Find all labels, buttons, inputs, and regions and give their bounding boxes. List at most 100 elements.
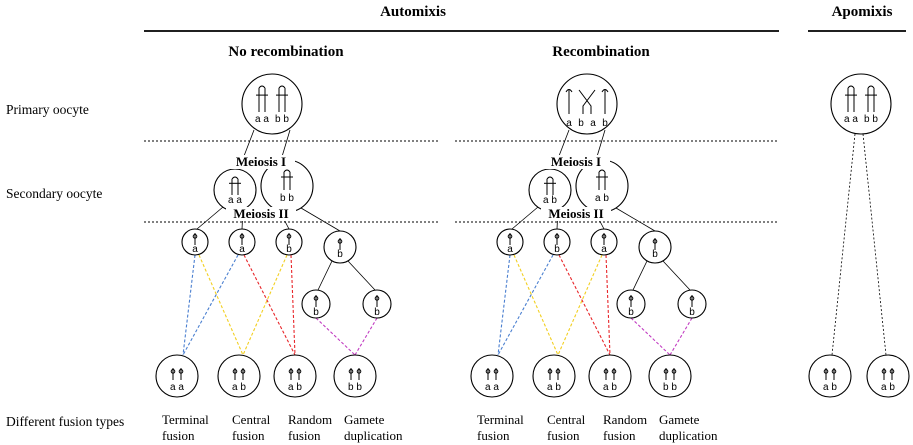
fusion-type-label: Gamete xyxy=(344,412,385,427)
chromatid-icon xyxy=(547,368,553,380)
allele-label: a a xyxy=(170,382,184,393)
automixis-header: Automixis xyxy=(380,4,446,20)
chromosome-pair-icon xyxy=(845,85,857,112)
chromatid-icon xyxy=(240,368,246,380)
meiosis-ii-label: Meiosis II xyxy=(548,206,603,221)
fusion-types-label: Different fusion types xyxy=(6,414,124,429)
chromosome-pair-icon xyxy=(276,85,288,112)
allele-label: b b xyxy=(275,114,289,125)
allele-label: a a xyxy=(485,382,499,393)
central-fusion-line xyxy=(242,254,288,356)
chromatid-icon xyxy=(671,368,677,380)
allele-label: b b xyxy=(663,382,677,393)
allele-label: a xyxy=(566,118,572,129)
allele-label: b xyxy=(578,118,584,129)
chromatid-icon xyxy=(601,233,607,245)
terminal-fusion-line xyxy=(182,254,196,356)
random-fusion-line xyxy=(290,254,296,356)
no-recombination-header: No recombination xyxy=(228,44,344,60)
chromatid-icon xyxy=(555,368,561,380)
fused-zygote-cell xyxy=(648,354,692,398)
allele-label: a xyxy=(507,244,513,255)
allele-label: b xyxy=(689,307,695,318)
chromatid-icon xyxy=(288,368,294,380)
apomixis-offspring-cell xyxy=(866,354,910,398)
chromatid-icon xyxy=(485,368,491,380)
central-fusion-line xyxy=(513,254,559,356)
allele-label: b xyxy=(374,307,380,318)
apomixis-line xyxy=(862,133,887,356)
chromatid-icon xyxy=(232,368,238,380)
allele-label: a b xyxy=(603,382,617,393)
duplication-line xyxy=(315,317,356,356)
allele-label: a xyxy=(239,244,245,255)
allele-label: a b xyxy=(288,382,302,393)
fused-zygote-cell xyxy=(273,354,317,398)
duplication-line xyxy=(630,317,671,356)
fusion-type-label: Terminal xyxy=(162,412,209,427)
fusion-type-label: fusion xyxy=(288,428,321,443)
fusion-type-label: duplication xyxy=(659,428,718,443)
chromatid-icon xyxy=(689,295,695,307)
allele-label: a b xyxy=(547,382,561,393)
allele-label: b xyxy=(602,118,608,129)
chromatid-icon xyxy=(831,368,837,380)
chromatid-icon xyxy=(348,368,354,380)
allele-label: a b xyxy=(232,382,246,393)
chromatid-icon xyxy=(337,238,343,250)
crossover-chromosome-icon xyxy=(565,89,609,114)
fusion-type-label: fusion xyxy=(232,428,265,443)
chromatid-icon xyxy=(603,368,609,380)
fusion-type-label: fusion xyxy=(162,428,195,443)
allele-label: a b xyxy=(823,382,837,393)
allele-label: b xyxy=(652,249,658,260)
allele-label: b xyxy=(628,307,634,318)
terminal-fusion-line xyxy=(182,254,239,356)
allele-label: b xyxy=(286,244,292,255)
lineage-line xyxy=(662,260,691,291)
lineage-line xyxy=(300,207,341,232)
terminal-fusion-line xyxy=(497,254,554,356)
primary-oocyte-cell xyxy=(241,73,303,135)
lineage-line xyxy=(347,260,376,291)
duplication-line xyxy=(354,317,378,356)
chromatid-icon xyxy=(239,233,245,245)
apomixis-offspring-cell xyxy=(808,354,852,398)
lineage-line xyxy=(196,206,224,230)
primary-oocyte-cell xyxy=(556,73,618,135)
meiosis-ii-label: Meiosis II xyxy=(233,206,288,221)
fusion-type-label: Random xyxy=(603,412,647,427)
chromatid-icon xyxy=(493,368,499,380)
fusion-type-label: Terminal xyxy=(477,412,524,427)
fused-zygote-cell xyxy=(333,354,377,398)
chromatid-icon xyxy=(178,368,184,380)
chromosome-pair-icon xyxy=(865,85,877,112)
chromatid-icon xyxy=(652,238,658,250)
allele-label: a xyxy=(601,244,607,255)
lineage-line xyxy=(632,260,648,291)
lineage-line xyxy=(615,207,656,232)
central-fusion-line xyxy=(557,254,603,356)
fusion-type-label: fusion xyxy=(547,428,580,443)
primary-oocyte-label: Primary oocyte xyxy=(6,102,89,117)
duplication-line xyxy=(669,317,693,356)
chromatid-icon xyxy=(296,368,302,380)
allele-label: a b xyxy=(881,382,895,393)
fused-zygote-cell xyxy=(588,354,632,398)
lineage-line xyxy=(317,260,333,291)
label-background xyxy=(227,155,295,169)
apomixis-header: Apomixis xyxy=(832,4,893,20)
secondary-oocyte-label: Secondary oocyte xyxy=(6,186,102,201)
apomixis-line xyxy=(831,133,856,356)
chromatid-icon xyxy=(356,368,362,380)
chromosome-pair-icon xyxy=(229,176,241,195)
recombination-header: Recombination xyxy=(552,44,650,60)
fusion-type-label: fusion xyxy=(603,428,636,443)
allele-label: a b xyxy=(595,193,609,204)
chromatid-icon xyxy=(170,368,176,380)
chromatid-icon xyxy=(554,233,560,245)
allele-label: a b xyxy=(543,195,557,206)
fusion-type-label: Central xyxy=(232,412,271,427)
fusion-type-label: Central xyxy=(547,412,586,427)
